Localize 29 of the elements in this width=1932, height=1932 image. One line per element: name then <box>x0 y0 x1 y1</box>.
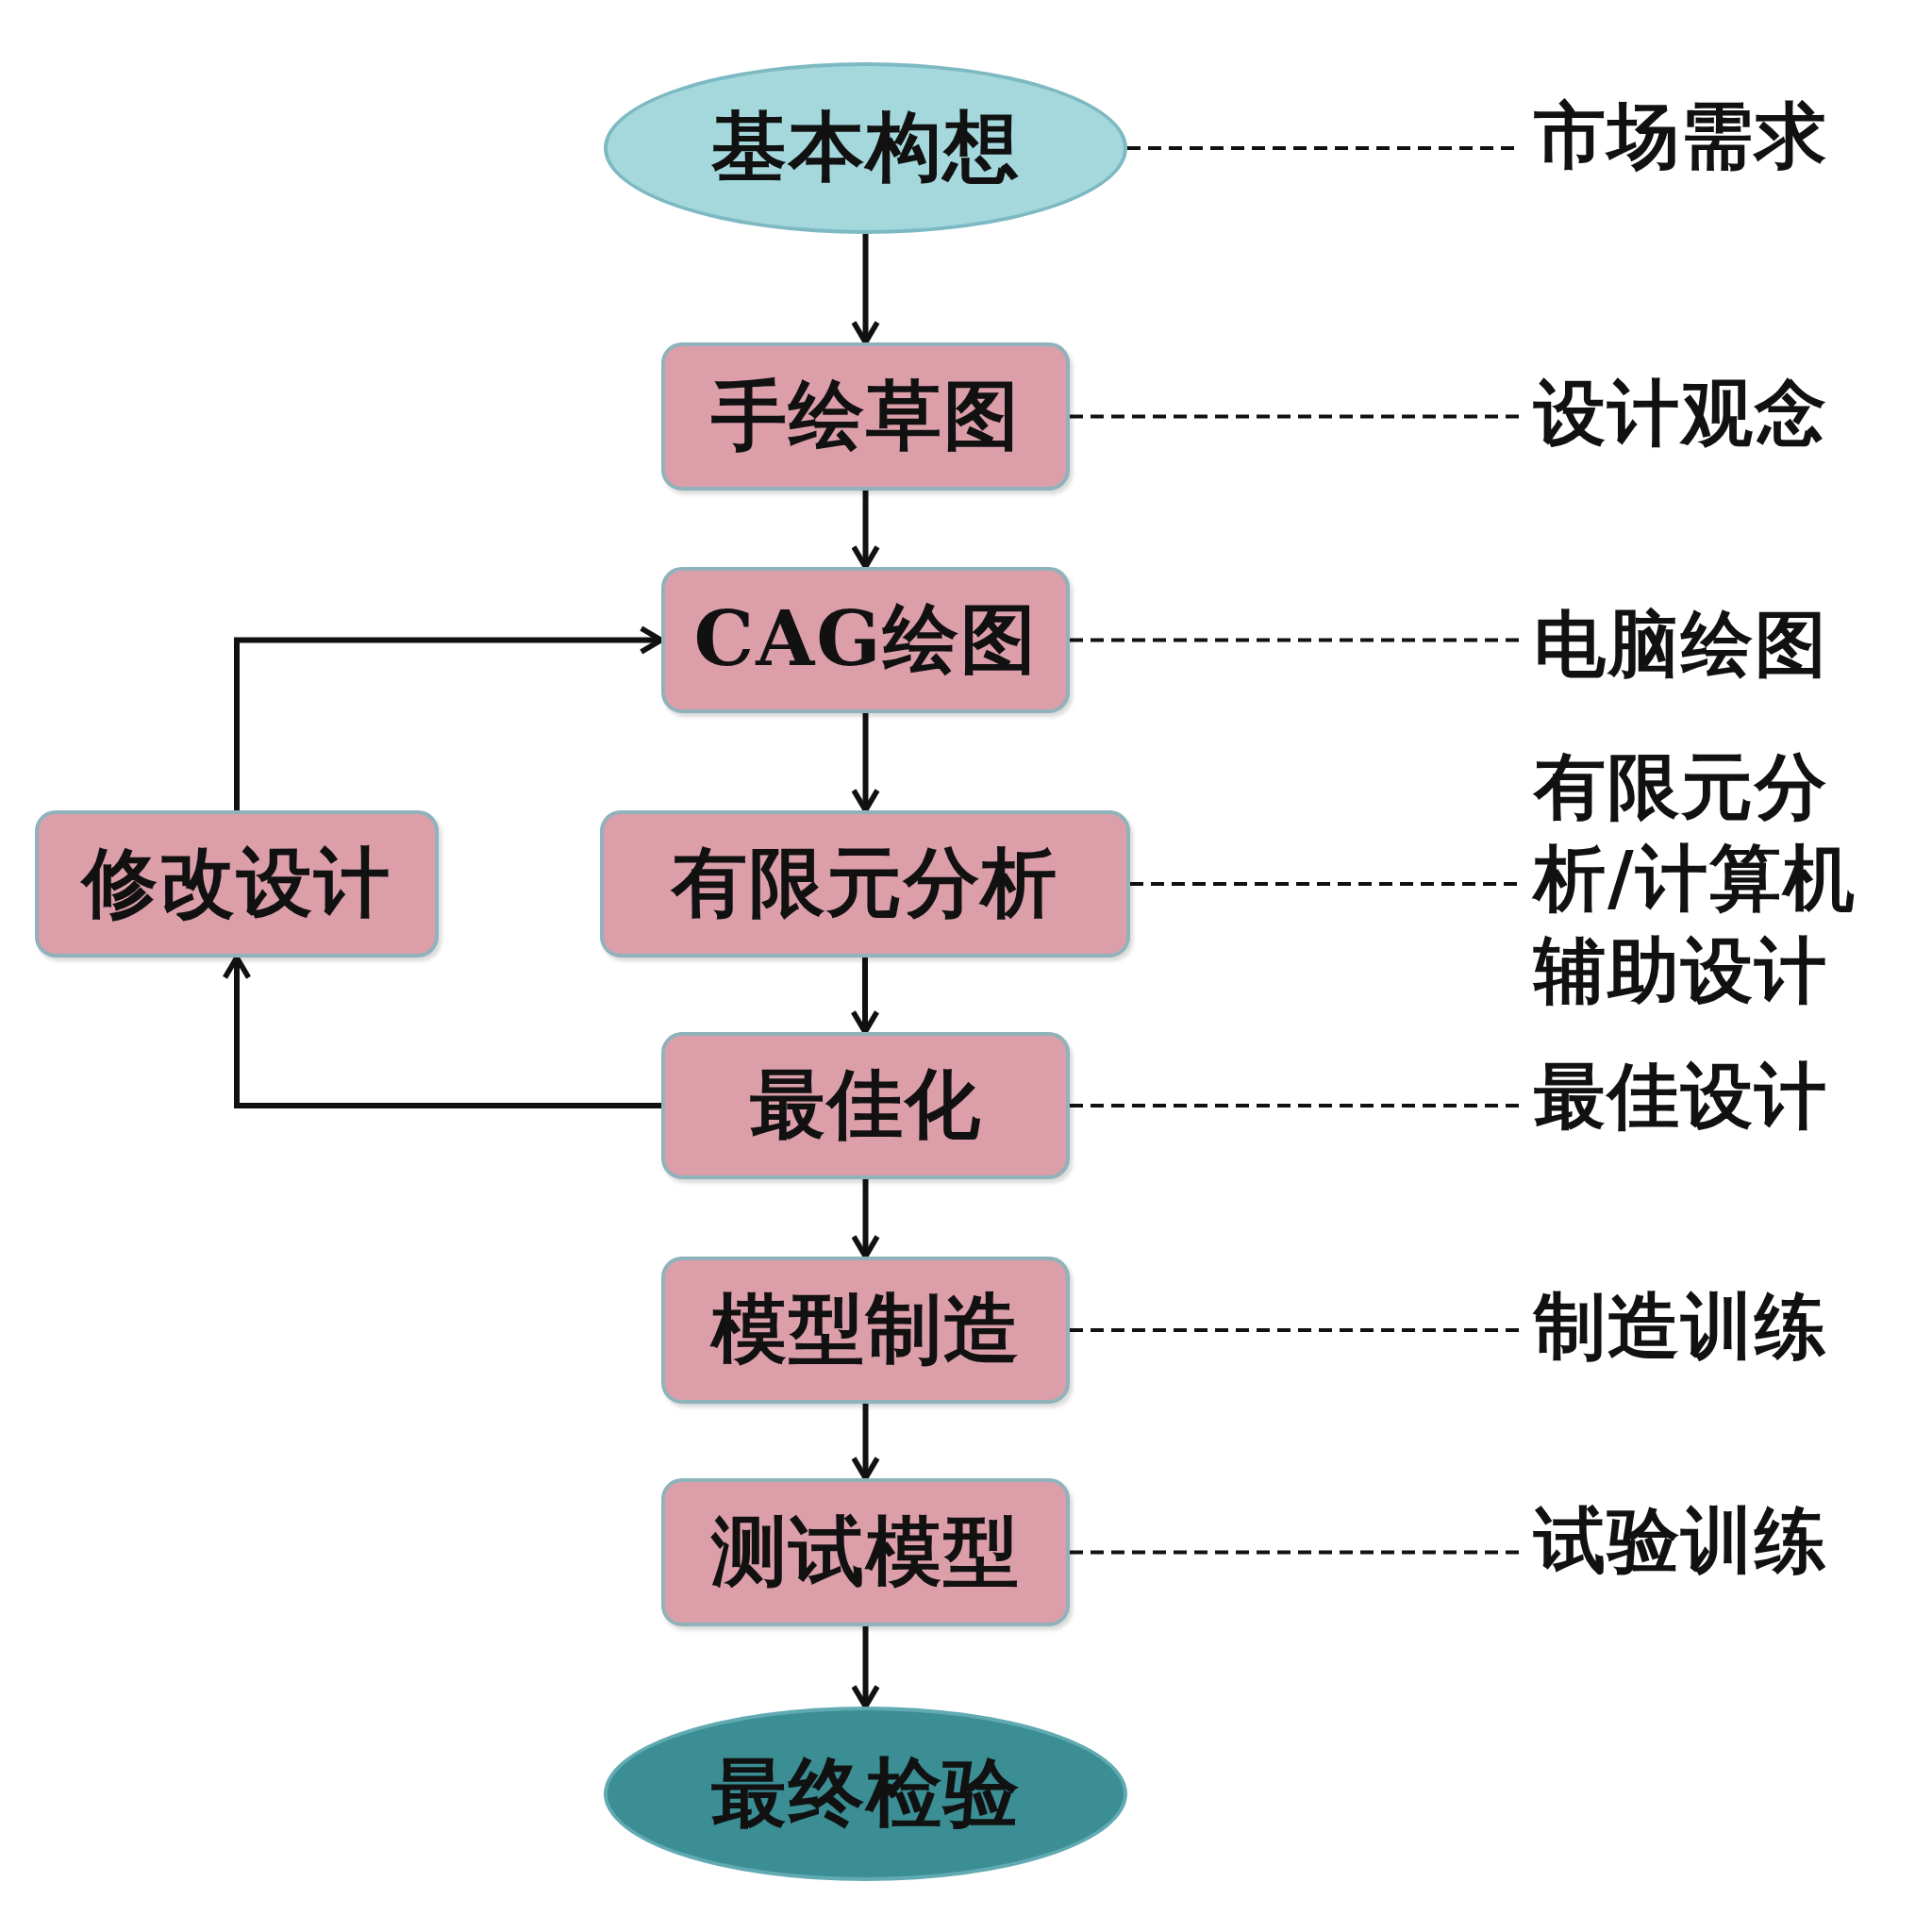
arrow <box>851 1404 880 1481</box>
annotation-text: 设计观念 <box>1521 366 1917 460</box>
arrow <box>851 713 880 813</box>
process-box: CAG绘图 <box>661 567 1070 713</box>
annotation-text: 有限元分析/计算机辅助设计 <box>1521 741 1872 1016</box>
process-box: 测试模型 <box>661 1478 1070 1626</box>
arrow <box>851 1626 880 1709</box>
dashed-line <box>1070 1104 1521 1108</box>
arrow <box>851 1179 880 1259</box>
process-box: 手绘草图 <box>661 342 1070 491</box>
arrow <box>851 491 880 570</box>
annotation-text: 市场需求 <box>1521 89 1917 183</box>
process-box: 修改设计 <box>35 810 439 958</box>
process-box: 最佳化 <box>661 1032 1070 1179</box>
arrow <box>222 955 661 1108</box>
arrow <box>851 234 880 345</box>
annotation-text: 最佳设计 <box>1521 1049 1917 1143</box>
process-box: 有限元分析 <box>600 810 1130 958</box>
dashed-line <box>1070 1550 1521 1555</box>
annotation-text: 电脑绘图 <box>1521 597 1917 691</box>
arrow <box>850 958 880 1035</box>
annotation-text: 试验训练 <box>1521 1493 1917 1588</box>
dashed-line <box>1070 1328 1521 1332</box>
process-box: 模型制造 <box>661 1257 1070 1404</box>
dashed-line <box>1070 414 1521 419</box>
annotation-text: 制造训练 <box>1521 1279 1917 1374</box>
dashed-line <box>1070 638 1521 642</box>
start-ellipse: 基本构想 <box>604 62 1127 234</box>
end-ellipse: 最终检验 <box>604 1707 1127 1881</box>
